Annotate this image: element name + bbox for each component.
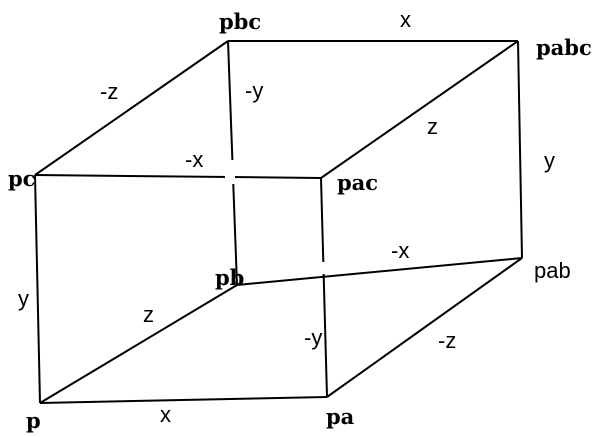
edge-pb-pab xyxy=(236,257,523,286)
edge-label-pc-pac: -x xyxy=(185,147,203,172)
edge-label-pb-pbc: -y xyxy=(245,78,263,103)
edge-pc-pbc xyxy=(34,40,229,176)
edge-label-p-pa: x xyxy=(160,402,171,427)
edge-label-p-pc: y xyxy=(18,286,29,311)
vertex-label-p: p xyxy=(26,408,41,433)
hidden-edge-gap-vertical xyxy=(225,160,235,184)
edge-p-pb xyxy=(39,284,238,404)
vertex-label-pab: pab xyxy=(534,258,571,283)
hidden-edge-gap-horizontal xyxy=(312,262,332,274)
vertex-label-pbc: pbc xyxy=(219,9,261,34)
vertex-label-pac: pac xyxy=(337,170,378,195)
edge-p-pc xyxy=(34,174,41,404)
vertex-labels: p pa pb pc pab pac pbc pabc xyxy=(8,9,592,433)
edge-pac-pabc xyxy=(320,40,519,179)
edge-labels: x -x -x x y -y -y y z -z -z z xyxy=(18,7,555,427)
edge-pa-pac xyxy=(320,177,328,398)
edge-pc-pac xyxy=(34,174,322,179)
vertex-label-pc: pc xyxy=(8,166,35,191)
edge-label-pa-pac: -y xyxy=(304,325,322,350)
edge-p-pa xyxy=(39,396,328,404)
edge-label-pc-pbc: -z xyxy=(100,79,118,104)
edge-pa-pab xyxy=(326,257,523,398)
edge-label-pa-pab: -z xyxy=(438,328,456,353)
edge-label-pb-pab: -x xyxy=(391,238,409,263)
vertex-label-pa: pa xyxy=(326,404,355,429)
vertex-label-pb: pb xyxy=(215,265,244,290)
edge-pab-pabc xyxy=(517,40,523,259)
edge-label-pab-pabc: y xyxy=(544,148,555,173)
edge-label-pac-pabc: z xyxy=(427,114,438,139)
cube-edges xyxy=(34,40,523,404)
edge-label-p-pb: z xyxy=(143,302,154,327)
vertex-label-pabc: pabc xyxy=(536,35,592,60)
edge-label-pbc-pabc: x xyxy=(400,7,411,32)
